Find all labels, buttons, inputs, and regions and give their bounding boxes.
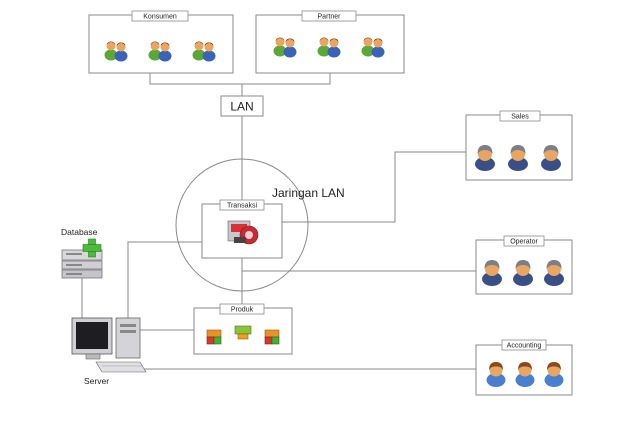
transaksi-group: Transaksi: [201, 199, 283, 259]
transaction-icon: [227, 220, 259, 245]
konsumen-title: Konsumen: [143, 14, 177, 21]
transaksi-box: [201, 203, 283, 259]
lan-group: LAN: [220, 95, 264, 117]
sales-title-box: [499, 110, 541, 122]
produk-title-box: [219, 303, 265, 315]
produk-title: Produk: [231, 307, 254, 314]
link-server-transaksi: [127, 241, 202, 322]
partner-title: Partner: [318, 14, 342, 21]
link-konsumen-partner-bus: [149, 73, 331, 85]
partner-title-box: [301, 10, 357, 22]
sales-group: Sales: [465, 110, 573, 181]
transaksi-title-box: [219, 199, 265, 211]
connection-lines: [81, 73, 476, 370]
jaringan-lan-circle: [175, 158, 309, 292]
partner-group: Partner: [255, 10, 405, 74]
operator-title-box: [503, 235, 545, 247]
accounting-group: Accounting: [475, 339, 573, 396]
sales-title: Sales: [511, 114, 529, 121]
jaringan-lan-label: Jaringan LAN: [272, 186, 345, 200]
desktop-computer-icon: [71, 317, 147, 373]
server-label: Server: [84, 376, 109, 386]
konsumen-group: Konsumen: [88, 10, 234, 74]
transaksi-title: Transaksi: [227, 203, 258, 210]
product-block-icon: [234, 325, 252, 340]
link-transaksi-sales: [282, 151, 466, 223]
database-server-icon: [61, 238, 103, 279]
accounting-title-box: [501, 339, 547, 351]
lan-label: LAN: [230, 100, 253, 114]
product-block-icon: [206, 329, 222, 345]
operator-title: Operator: [510, 239, 538, 246]
accounting-title: Accounting: [507, 343, 542, 350]
lan-box: [220, 95, 264, 117]
operator-group: Operator: [475, 235, 573, 295]
konsumen-title-box: [131, 10, 189, 22]
database-label: Database: [61, 227, 98, 237]
server-group: Server: [71, 317, 147, 386]
product-block-icon: [264, 329, 280, 345]
database-group: Database: [61, 227, 103, 279]
produk-group: Produk: [193, 303, 293, 355]
